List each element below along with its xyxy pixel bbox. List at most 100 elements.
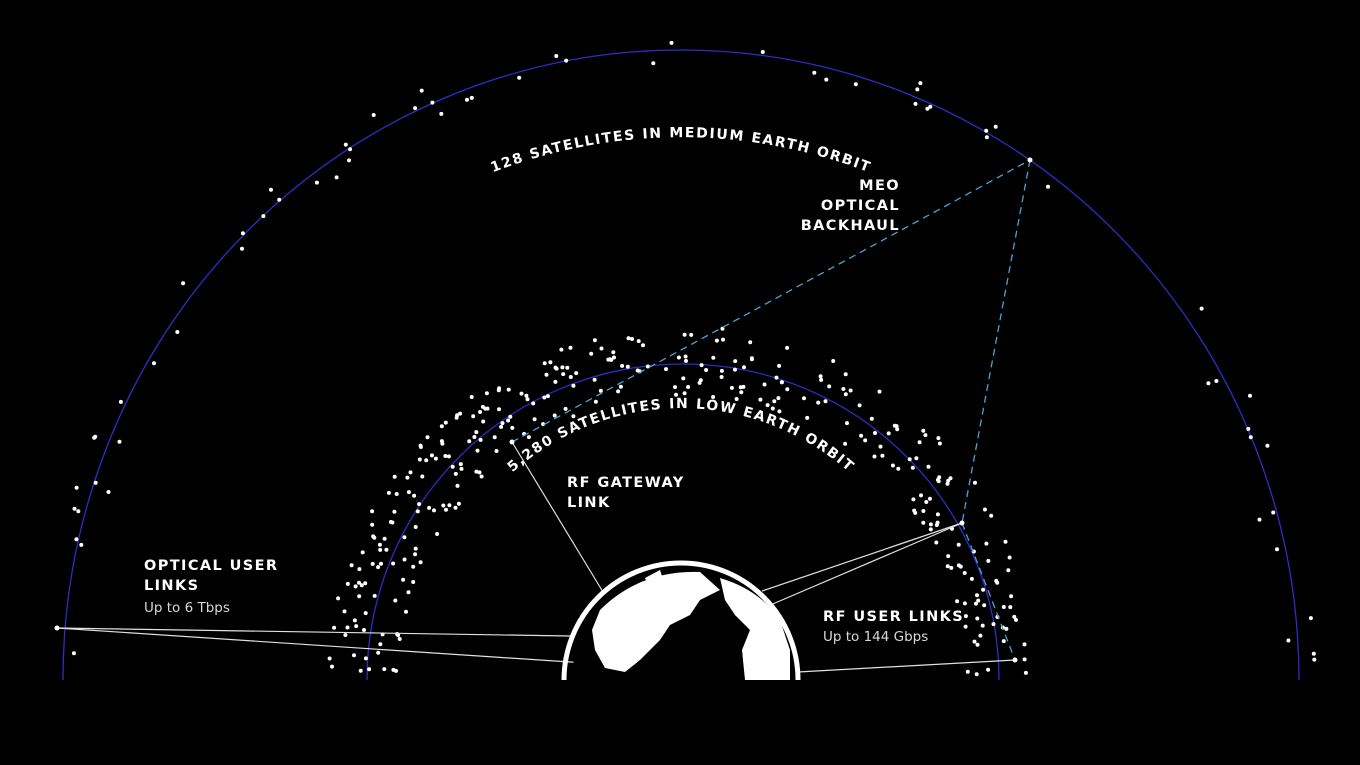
label-line: RF GATEWAY [567, 475, 685, 491]
meo-satellite [71, 651, 76, 656]
leo-satellite [770, 406, 775, 411]
leo-satellite [458, 411, 463, 416]
meo-satellite [240, 231, 245, 236]
meo-satellite [984, 128, 989, 133]
meo-satellite [269, 187, 273, 192]
leo-satellite [1001, 605, 1006, 609]
meo-satellite [371, 113, 376, 117]
leo-satellite [974, 601, 978, 606]
leo-label: 5,280 SATELLITES IN LOW EARTH ORBIT [505, 396, 858, 475]
leo-satellite [978, 633, 983, 638]
leo-satellite [719, 368, 724, 373]
leo-satellite [362, 628, 366, 632]
leo-satellite [921, 428, 926, 433]
leo-satellite [1001, 639, 1006, 644]
leo-satellite [946, 554, 951, 559]
leo-satellite [424, 458, 429, 463]
leo-satellite [506, 387, 511, 392]
leo-satellite [571, 383, 576, 388]
leo-satellite [962, 571, 967, 575]
leo-satellite [395, 632, 400, 636]
meo-backhaul-link [961, 522, 1016, 661]
leo-satellite [843, 392, 848, 397]
leo-satellite [645, 364, 650, 369]
leo-satellite [378, 547, 383, 552]
meo-satellite [439, 111, 444, 116]
leo-satellite [869, 416, 874, 421]
meo-satellite [72, 506, 77, 511]
meo-satellite [918, 81, 923, 86]
leo-satellite [357, 567, 362, 572]
leo-satellite [612, 355, 616, 360]
leo-satellite [664, 367, 668, 372]
leo-satellite [919, 493, 923, 498]
leo-satellite [561, 372, 566, 377]
leo-satellite [471, 414, 476, 419]
leo-satellite [574, 371, 579, 376]
leo-satellite [571, 414, 576, 419]
leo-satellite [447, 503, 452, 508]
leo-satellite [402, 535, 407, 540]
leo-satellite [435, 532, 440, 536]
leo-satellite [936, 479, 941, 484]
leo-satellite [785, 387, 790, 392]
leo-satellite [553, 379, 558, 384]
leo-satellite [545, 394, 550, 399]
leo-satellite [681, 376, 686, 381]
leo-satellite [500, 421, 505, 426]
leo-satellite [458, 462, 463, 467]
leo-satellite [475, 448, 480, 453]
leo-satellite [848, 388, 853, 393]
leo-satellite [420, 474, 425, 479]
leo-satellite [345, 581, 350, 586]
leo-satellite [352, 618, 357, 623]
leo-satellite [413, 546, 418, 551]
leo-satellite [873, 431, 877, 435]
meo-label: 128 SATELLITES IN MEDIUM EARTH ORBIT [489, 125, 874, 176]
link-satellite [54, 625, 60, 631]
leo-satellite [456, 501, 461, 506]
leo-satellite [510, 425, 515, 430]
rf-user-link [797, 659, 1016, 673]
leo-satellite [921, 509, 926, 513]
leo-satellite [327, 656, 332, 661]
leo-satellite [382, 536, 387, 541]
leo-satellite [921, 520, 926, 525]
meo-satellite [465, 97, 469, 102]
meo-satellite [1214, 379, 1219, 383]
leo-satellite [418, 560, 423, 565]
meo-satellite [240, 246, 244, 251]
leo-satellite [332, 625, 337, 630]
meo-satellite [517, 75, 522, 80]
leo-label-text: 5,280 SATELLITES IN LOW EARTH ORBIT [505, 396, 856, 475]
leo-satellite [450, 464, 455, 469]
meo-satellite [1199, 306, 1204, 311]
leo-satellite [880, 453, 885, 458]
leo-satellite [353, 584, 358, 589]
meo-satellite [554, 54, 559, 58]
leo-satellite [478, 437, 483, 442]
leo-satellite [439, 439, 444, 444]
leo-satellite [494, 449, 499, 453]
leo-satellite [777, 363, 782, 368]
leo-satellite [910, 465, 915, 470]
leo-satellite [453, 471, 458, 476]
meo-label-text: 128 SATELLITES IN MEDIUM EARTH ORBIT [489, 125, 872, 176]
leo-satellite [408, 470, 413, 475]
meo-satellite [152, 361, 156, 366]
leo-satellite [441, 503, 446, 508]
leo-satellite [1023, 670, 1028, 675]
meo-satellite [1046, 184, 1050, 189]
leo-satellite [984, 541, 989, 546]
leo-satellite [542, 395, 547, 400]
leo-satellite [443, 454, 448, 458]
leo-satellite [1004, 626, 1009, 631]
leo-satellite [531, 401, 536, 406]
leo-satellite [484, 391, 489, 396]
leo-satellite [928, 527, 933, 532]
leo-satellite [630, 337, 634, 341]
meo-satellite [1312, 657, 1317, 662]
leo-satellite [986, 558, 991, 563]
leo-satellite [608, 357, 613, 362]
leo-satellite [734, 397, 739, 401]
